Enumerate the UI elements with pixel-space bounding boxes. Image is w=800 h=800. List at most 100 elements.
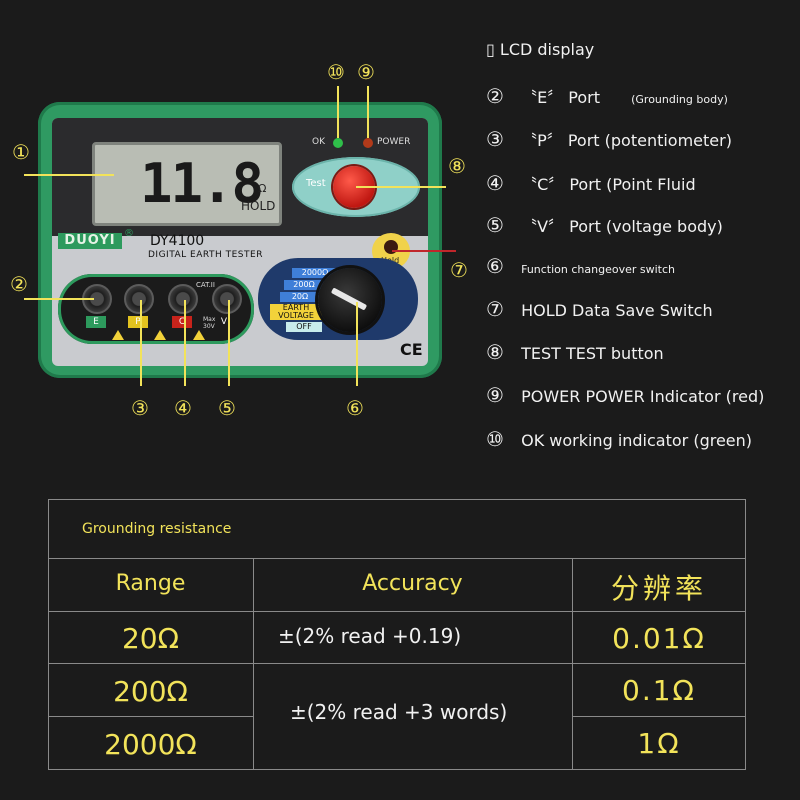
legend-item-10: ⑩ OK working indicator (green) bbox=[486, 427, 752, 451]
table-border bbox=[48, 558, 746, 559]
brand-logo: DUOYI bbox=[58, 233, 122, 249]
legend-item-6: ⑥ Function changeover switch bbox=[486, 254, 675, 278]
port-c[interactable] bbox=[168, 284, 198, 314]
row-2-accuracy: ±(2% read +3 words) bbox=[290, 700, 508, 724]
callout-2: ② bbox=[10, 272, 28, 296]
device-subtitle: DIGITAL EARTH TESTER bbox=[148, 250, 263, 260]
row-1-accuracy: ±(2% read +0.19) bbox=[278, 624, 462, 648]
lcd-unit: Ω bbox=[258, 182, 267, 195]
table-title: Grounding resistance bbox=[82, 521, 232, 537]
table-border bbox=[48, 611, 746, 612]
row-2-range: 200Ω bbox=[113, 675, 188, 708]
port-v-tag: V bbox=[220, 317, 228, 327]
lcd-value: 11.8 bbox=[140, 152, 264, 215]
table-border bbox=[48, 499, 746, 500]
table-border bbox=[745, 499, 746, 770]
model-name: DY4100 bbox=[150, 233, 205, 249]
power-indicator-label: POWER bbox=[377, 137, 411, 147]
warning-icon bbox=[154, 330, 166, 340]
range-label-2000: 2000Ω bbox=[292, 268, 338, 278]
legend-item-8: ⑧ TEST TEST button bbox=[486, 340, 664, 364]
legend-number: ⑤ bbox=[486, 213, 504, 237]
legend-extra: (Grounding body) bbox=[631, 93, 728, 106]
callout-5: ⑤ bbox=[218, 396, 236, 420]
row-3-range: 2000Ω bbox=[104, 728, 197, 761]
cat-rating-label: CAT.II bbox=[196, 281, 215, 289]
callout-line-5 bbox=[228, 300, 230, 386]
callout-10: ⑩ bbox=[327, 60, 345, 84]
legend-item-2: ② 〝E〞 Port (Grounding body) bbox=[486, 84, 728, 108]
max-voltage-label: Max 30V bbox=[203, 316, 216, 330]
callout-3: ③ bbox=[131, 396, 149, 420]
port-p-tag: P bbox=[128, 316, 148, 328]
callout-8: ⑧ bbox=[448, 154, 466, 178]
table-border bbox=[48, 769, 746, 770]
legend-number: ⑩ bbox=[486, 427, 504, 451]
legend-text: 〝E〞 Port bbox=[521, 88, 601, 107]
ok-indicator-label: OK bbox=[312, 137, 325, 147]
table-border bbox=[48, 716, 253, 717]
port-p[interactable] bbox=[124, 284, 154, 314]
row-3-resolution: 1Ω bbox=[637, 727, 681, 760]
range-label-20: 20Ω bbox=[280, 292, 320, 302]
legend-text: OK working indicator (green) bbox=[521, 431, 753, 450]
callout-line-6 bbox=[356, 302, 358, 386]
ce-mark: CE bbox=[400, 340, 423, 359]
lcd-display bbox=[92, 142, 282, 226]
header-resolution: 分辨率 bbox=[610, 572, 707, 605]
callout-6: ⑥ bbox=[346, 396, 364, 420]
row-1-range: 20Ω bbox=[121, 622, 180, 655]
callout-4: ④ bbox=[174, 396, 192, 420]
brand-registered-mark: ® bbox=[124, 228, 134, 239]
callout-9: ⑨ bbox=[357, 60, 375, 84]
table-border bbox=[48, 663, 746, 664]
legend-text: POWER POWER Indicator (red) bbox=[521, 387, 765, 406]
callout-line-4 bbox=[184, 300, 186, 386]
legend-number: ② bbox=[486, 84, 504, 108]
table-border bbox=[572, 716, 746, 717]
row-2-resolution: 0.1Ω bbox=[622, 674, 696, 707]
range-label-earth-voltage: EARTH VOLTAGE bbox=[270, 304, 322, 320]
row-1-resolution: 0.01Ω bbox=[612, 622, 706, 655]
legend-number: ④ bbox=[486, 171, 504, 195]
legend-text: 〝V〞 Port (voltage body) bbox=[521, 217, 723, 236]
legend-text: HOLD Data Save Switch bbox=[521, 301, 713, 320]
test-button-label: Test bbox=[306, 178, 326, 189]
legend-number: ⑧ bbox=[486, 340, 504, 364]
legend-item-1: ▯ LCD display bbox=[486, 40, 594, 59]
power-led-icon bbox=[363, 138, 373, 148]
callout-line-2 bbox=[24, 298, 94, 300]
table-border bbox=[572, 558, 573, 769]
legend-item-5: ⑤ 〝V〞 Port (voltage body) bbox=[486, 213, 723, 237]
callout-7: ⑦ bbox=[450, 258, 468, 282]
callout-1: ① bbox=[12, 140, 30, 164]
port-e-tag: E bbox=[86, 316, 106, 328]
table-border bbox=[48, 499, 49, 770]
header-range: Range bbox=[115, 571, 186, 596]
callout-line-8 bbox=[356, 186, 446, 188]
range-label-200: 200Ω bbox=[284, 280, 324, 290]
legend-item-7: ⑦ HOLD Data Save Switch bbox=[486, 297, 713, 321]
callout-line-3 bbox=[140, 300, 142, 386]
legend-text: Function changeover switch bbox=[521, 263, 676, 276]
callout-line-1 bbox=[24, 174, 114, 176]
legend-item-9: ⑨ POWER POWER Indicator (red) bbox=[486, 383, 764, 407]
legend-item-4: ④ 〝C〞 Port (Point Fluid bbox=[486, 171, 696, 195]
legend-number: ⑦ bbox=[486, 297, 504, 321]
legend-number: ⑥ bbox=[486, 254, 504, 278]
legend-number: ③ bbox=[486, 127, 504, 151]
header-accuracy: Accuracy bbox=[362, 571, 463, 596]
legend-item-3: ③ 〝P〞 Port (potentiometer) bbox=[486, 127, 732, 151]
warning-icon bbox=[193, 330, 205, 340]
port-v[interactable] bbox=[212, 284, 242, 314]
callout-line-10 bbox=[337, 86, 339, 138]
lcd-hold-indicator: HOLD bbox=[241, 199, 276, 213]
range-label-off: OFF bbox=[286, 322, 322, 332]
legend-number: ▯ bbox=[486, 40, 495, 59]
port-c-tag: C bbox=[172, 316, 192, 328]
callout-line-9 bbox=[367, 86, 369, 138]
callout-line-7 bbox=[392, 250, 456, 252]
legend-text: 〝P〞 Port (potentiometer) bbox=[521, 131, 732, 150]
legend-text: LCD display bbox=[499, 40, 595, 59]
ok-led-icon bbox=[333, 138, 343, 148]
